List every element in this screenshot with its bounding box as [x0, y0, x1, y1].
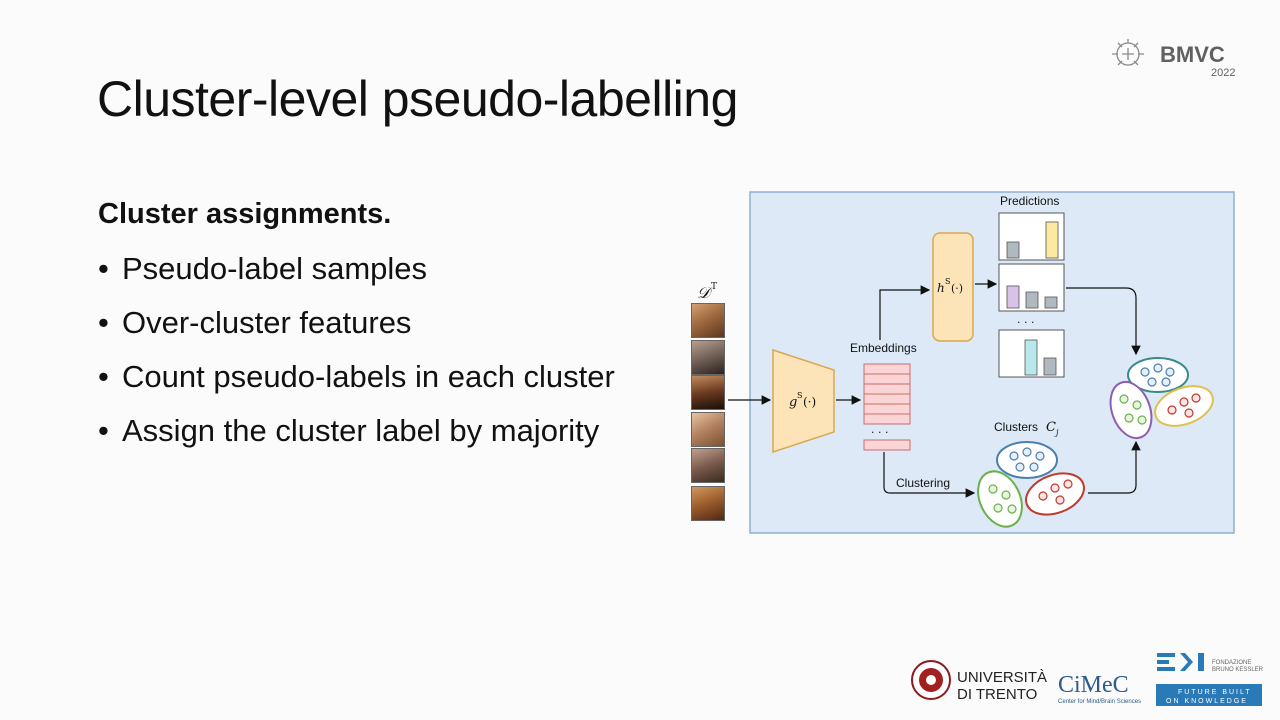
bullet-dot: •: [98, 413, 109, 448]
input-face-image: [691, 486, 725, 521]
bmvc-logo: BMVC 2022: [1112, 39, 1235, 79]
input-face-image: [691, 375, 725, 410]
labeled-cluster-purple: [1109, 380, 1153, 440]
university-trento-seal-icon: [911, 660, 951, 700]
pipeline-diagram: 𝒟 T g S (·) · · · Embeddings h S (·): [697, 191, 1235, 534]
bullet-list: • Pseudo-label samples • Over-cluster feat…: [98, 252, 615, 468]
bullet-item: • Assign the cluster label by majority: [98, 414, 615, 468]
university-name-line2: DI TRENTO: [957, 686, 1037, 703]
encoder-label: g: [789, 395, 797, 410]
arrow-embeddings-head: [879, 285, 931, 340]
labeled-cluster-yellow: [1154, 385, 1214, 427]
bullet-dot: •: [98, 251, 109, 286]
input-face-image: [691, 303, 725, 338]
cluster-green: [977, 470, 1023, 528]
fbk-tagline-line2: ON KNOWLEDGE: [1166, 698, 1248, 705]
labeled-cluster-teal: [1127, 357, 1189, 393]
bullet-item: • Over-cluster features: [98, 306, 615, 360]
prediction-histogram-2: [998, 263, 1065, 312]
prediction-histogram-1: [998, 212, 1065, 261]
bmvc-year: 2022: [1211, 67, 1235, 79]
head-label: h: [937, 281, 945, 295]
predictions-ellipsis: · · ·: [1017, 316, 1034, 329]
head-arg: (·): [951, 282, 963, 295]
encoder-arg: (·): [803, 395, 816, 409]
fbk-name-line2: BRUNO KESSLER: [1212, 667, 1264, 673]
embeddings-ellipsis: · · ·: [871, 426, 888, 439]
cluster-blue: [996, 441, 1058, 479]
circuit-brain-icon: [1112, 39, 1144, 66]
footer-logos: UNIVERSITÀ DI TRENTO CiMeC Center for Mi…: [911, 653, 1264, 706]
embeddings-stack: [863, 363, 911, 451]
input-face-image: [691, 412, 725, 447]
bmvc-wordmark: BMVC: [1160, 42, 1225, 67]
arrow-clusters-merge: [1088, 440, 1141, 494]
fbk-tagline-bar: [1156, 684, 1262, 706]
input-dataset-sup: T: [711, 282, 717, 292]
fbk-name-line1: FONDAZIONE: [1212, 660, 1251, 666]
bullet-text: Over-cluster features: [122, 305, 412, 340]
cimec-logo-text: CiMeC: [1058, 672, 1129, 698]
bullet-text: Count pseudo-labels in each cluster: [122, 359, 615, 394]
bullet-item: • Count pseudo-labels in each cluster: [98, 360, 615, 414]
encoder-sup: S: [797, 391, 802, 400]
clustering-label: Clustering: [896, 476, 950, 490]
prediction-histogram-3: [998, 329, 1065, 378]
input-dataset-label: 𝒟: [697, 283, 713, 302]
slide-title: Cluster-level pseudo-labelling: [97, 71, 738, 127]
cluster-red: [1025, 472, 1085, 516]
clusters-subscript: j: [1054, 428, 1059, 437]
encoder-block: [772, 348, 835, 454]
classifier-head-block: [932, 232, 974, 342]
bullet-dot: •: [98, 305, 109, 340]
bullet-dot: •: [98, 359, 109, 394]
bullet-text: Pseudo-label samples: [122, 251, 428, 286]
embeddings-label: Embeddings: [850, 341, 917, 355]
university-name-line1: UNIVERSITÀ: [957, 669, 1047, 686]
head-sup: S: [945, 277, 950, 286]
input-face-image: [691, 448, 725, 483]
predictions-label: Predictions: [1000, 194, 1059, 208]
bullet-text: Assign the cluster label by majority: [122, 413, 600, 448]
arrow-embeddings-clustering: [883, 452, 976, 498]
cimec-subtitle: Center for Mind/Brain Sciences: [1058, 699, 1141, 705]
fbk-tagline-line1: FUTURE BUILT: [1178, 689, 1252, 696]
input-face-image: [691, 340, 725, 375]
clusters-label: Clusters: [994, 420, 1038, 434]
section-heading: Cluster assignments.: [98, 198, 392, 230]
clusters-symbol: C: [1046, 420, 1056, 435]
fbk-logo-icon: [1157, 653, 1204, 671]
bullet-item: • Pseudo-label samples: [98, 252, 615, 306]
arrow-predictions-merge: [1066, 287, 1141, 356]
